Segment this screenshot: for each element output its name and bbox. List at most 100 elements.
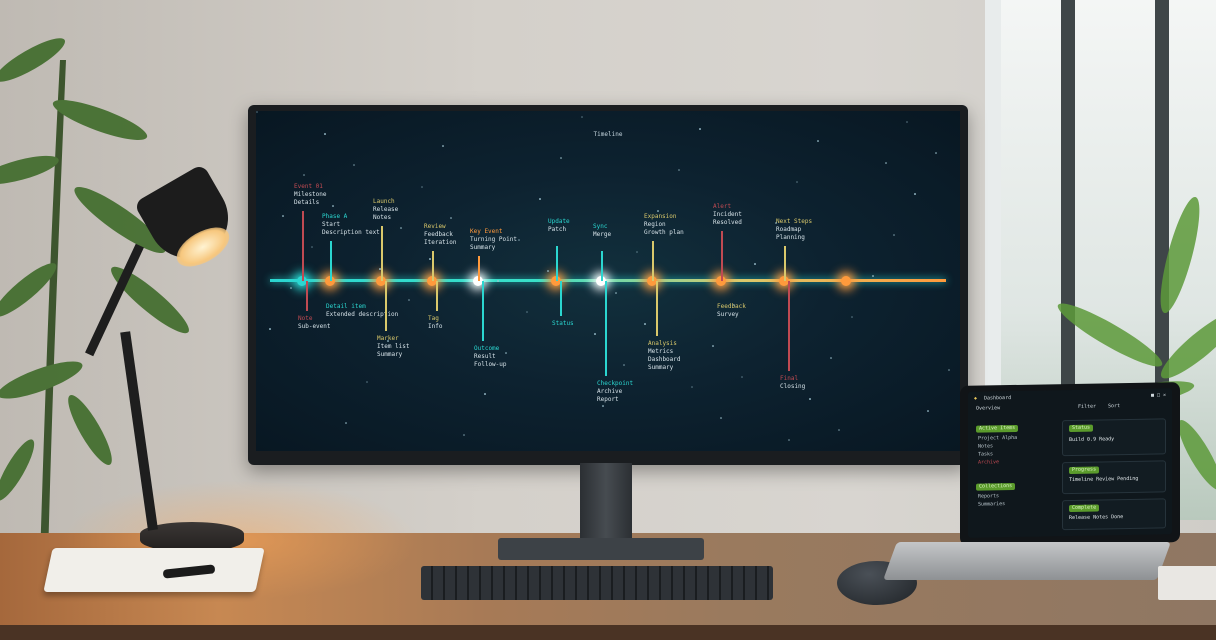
toolbar-tab-filter[interactable]: Filter [1078, 403, 1097, 410]
event-sublabel: Analysis [648, 340, 677, 347]
star [484, 393, 486, 395]
star [256, 111, 258, 113]
star [893, 234, 895, 236]
star [450, 217, 452, 219]
timeline-node[interactable] [841, 276, 851, 286]
star [948, 369, 950, 371]
star [387, 340, 389, 342]
book-stack [1158, 566, 1216, 600]
timeline-stem [302, 211, 304, 281]
timeline-node[interactable] [596, 276, 606, 286]
star [560, 157, 562, 159]
event-sublabel: Metrics [648, 348, 674, 355]
event-label: Planning [776, 234, 805, 241]
timeline-node[interactable] [473, 276, 483, 286]
timeline-stem [478, 256, 480, 281]
timeline-node[interactable] [325, 276, 335, 286]
star [720, 417, 722, 419]
laptop-screen: ◆ Dashboard ■ □ ✕ Overview Filter Sort A… [968, 388, 1172, 538]
event-sublabel: Report [597, 396, 619, 403]
star [657, 210, 659, 212]
laptop-keyboard [883, 542, 1171, 580]
star [838, 429, 840, 431]
timeline-node[interactable] [297, 276, 307, 286]
star [269, 328, 271, 330]
star [935, 152, 937, 154]
timeline-node[interactable] [647, 276, 657, 286]
sidebar-item[interactable]: Notes [978, 443, 994, 450]
star [526, 311, 528, 313]
event-label: Iteration [424, 239, 457, 246]
star [796, 181, 798, 183]
timeline-stem [784, 246, 786, 281]
event-sublabel: Item list [377, 343, 410, 350]
toolbar-tab-overview[interactable]: Overview [976, 405, 1001, 412]
event-label: Sync [593, 223, 608, 230]
star [733, 304, 735, 306]
timeline-stem [381, 226, 383, 281]
timeline-stem [306, 281, 308, 311]
keyboard[interactable] [421, 566, 773, 600]
event-sublabel: Follow-up [474, 361, 507, 368]
star [691, 386, 693, 388]
event-label: Feedback [424, 231, 453, 238]
timeline-stem [601, 251, 603, 281]
star [885, 162, 887, 164]
star [497, 280, 499, 282]
timeline-stem [556, 246, 558, 281]
event-sublabel: Result [474, 353, 496, 360]
window-controls-icon[interactable]: ■ □ ✕ [1150, 392, 1166, 399]
event-label: Notes [373, 214, 392, 221]
timeline-node[interactable] [716, 276, 726, 286]
event-sublabel: Sub-event [298, 323, 331, 330]
star [353, 164, 355, 166]
event-label: Resolved [713, 219, 742, 226]
sidebar-item[interactable]: Project Alpha [978, 434, 1018, 442]
star [429, 258, 431, 260]
event-label: Roadmap [776, 226, 802, 233]
sidebar-item[interactable]: Tasks [978, 451, 994, 458]
event-label: Patch [548, 226, 567, 233]
toolbar-tab-sort[interactable]: Sort [1108, 403, 1121, 410]
status-card[interactable]: Complete Release Notes Done [1062, 498, 1166, 531]
card-title: Timeline Review Pending [1069, 475, 1139, 484]
star [623, 364, 625, 366]
star [518, 239, 520, 241]
star [594, 333, 596, 335]
event-label: Milestone [294, 191, 327, 198]
sidebar-item[interactable]: Archive [978, 459, 1000, 466]
notebook[interactable] [43, 548, 265, 592]
star [754, 263, 756, 265]
star [830, 357, 832, 359]
event-sublabel: Summary [377, 351, 403, 358]
event-label: Alert [713, 203, 732, 210]
star [615, 292, 617, 294]
monitor-stand [580, 463, 632, 543]
star [379, 268, 381, 270]
star [636, 251, 638, 253]
timeline-node[interactable] [376, 276, 386, 286]
timeline-stem [560, 281, 562, 316]
event-sublabel: Extended description [326, 311, 399, 318]
event-sublabel: Feedback [717, 303, 746, 310]
sidebar-item[interactable]: Summaries [978, 501, 1006, 508]
card-tag: Progress [1069, 466, 1100, 475]
timeline-node[interactable] [427, 276, 437, 286]
star [311, 246, 313, 248]
timeline-node[interactable] [779, 276, 789, 286]
event-label: Event 01 [294, 183, 323, 190]
card-tag: Status [1069, 424, 1094, 433]
app-logo-icon: ◆ [974, 395, 978, 402]
plant-left [0, 38, 189, 560]
star [699, 128, 701, 130]
status-card[interactable]: Status Build 0.9 Ready [1062, 418, 1166, 457]
timeline-node[interactable] [551, 276, 561, 286]
star [332, 205, 334, 207]
status-card[interactable]: Progress Timeline Review Pending [1062, 460, 1166, 495]
event-sublabel: Tag [428, 315, 439, 322]
event-sublabel: Outcome [474, 345, 500, 352]
timeline-stem [788, 281, 790, 371]
sidebar-item[interactable]: Reports [978, 493, 1000, 500]
